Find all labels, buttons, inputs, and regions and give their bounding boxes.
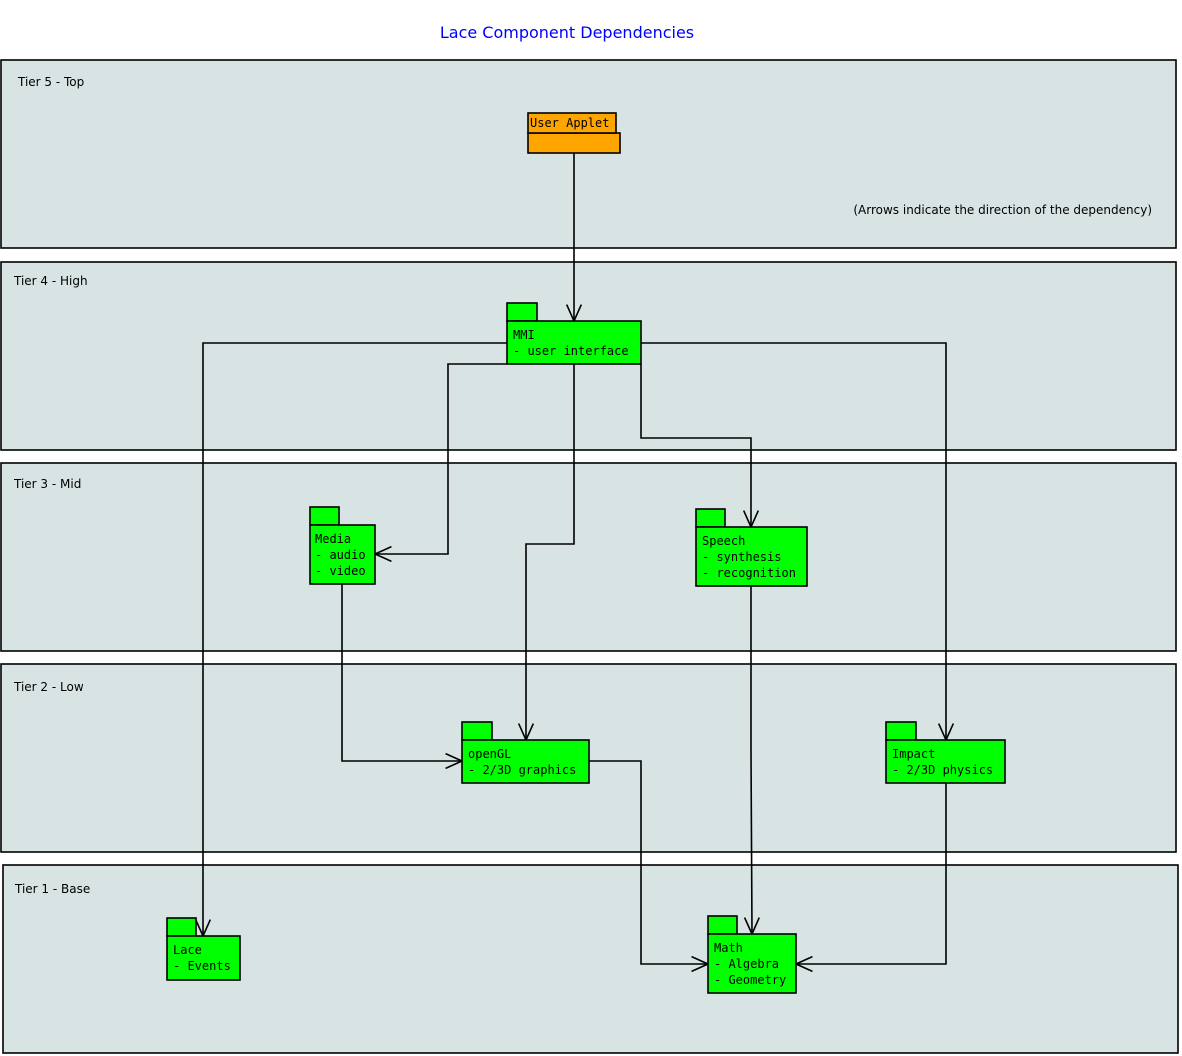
package-name: MMI (513, 328, 535, 342)
package-name: Impact (892, 747, 935, 761)
dependency-edge-impact-to-math (796, 783, 947, 965)
package-detail: - Geometry (714, 973, 786, 987)
package-detail: - 2/3D physics (892, 763, 993, 777)
package-body (506, 320, 642, 365)
package-mmi[interactable]: MMI - user interface (506, 302, 642, 365)
tier-3-lane (0, 462, 1177, 652)
tier-3-label: Tier 3 - Mid (13, 477, 81, 491)
tier-1-label: Tier 1 - Base (14, 882, 90, 896)
package-user-applet[interactable]: User Applet (527, 112, 621, 154)
package-math[interactable]: Math - Algebra - Geometry (707, 915, 797, 994)
package-name: User Applet (530, 116, 609, 130)
package-detail: - user interface (513, 344, 629, 358)
package-impact[interactable]: Impact - 2/3D physics (885, 721, 1006, 784)
dependency-edge-media-to-opengl (341, 584, 462, 762)
package-body (309, 524, 376, 585)
package-body (885, 739, 1006, 784)
package-body (695, 526, 808, 587)
package-body (707, 933, 797, 994)
package-tab (166, 917, 197, 937)
package-name: Math (714, 941, 743, 955)
package-tab (695, 508, 726, 528)
package-detail: - audio (315, 548, 366, 562)
package-detail: - Events (173, 959, 231, 973)
dependency-edge-mmi-to-opengl (525, 364, 575, 740)
package-media[interactable]: Media - audio - video (309, 506, 376, 585)
package-detail: - video (315, 564, 366, 578)
package-opengl[interactable]: openGL - 2/3D graphics (461, 721, 590, 784)
dependency-edge-mmi-to-media (375, 363, 507, 555)
tier-5: Tier 5 - Top (0, 59, 1177, 249)
package-body (527, 132, 621, 154)
package-tab (506, 302, 538, 322)
dependency-edge-mmi-to-impact (641, 342, 947, 740)
package-detail: - synthesis (702, 550, 781, 564)
package-detail: - recognition (702, 566, 796, 580)
package-name: Speech (702, 534, 745, 548)
tier-5-lane (0, 59, 1177, 249)
package-speech[interactable]: Speech - synthesis - recognition (695, 508, 808, 587)
dependency-edge-speech-to-math (750, 586, 753, 935)
package-body (461, 739, 590, 784)
package-detail: - 2/3D graphics (468, 763, 576, 777)
package-lace[interactable]: Lace - Events (166, 917, 241, 981)
package-tab (309, 506, 340, 526)
package-detail: - Algebra (714, 957, 779, 971)
tier-5-label: Tier 5 - Top (17, 75, 84, 89)
diagram-title: Lace Component Dependencies (440, 23, 694, 42)
tier-3: Tier 3 - Mid (0, 462, 1177, 652)
package-name: Lace (173, 943, 202, 957)
package-tab (885, 721, 917, 741)
dependency-edges (194, 153, 955, 973)
package-tab (461, 721, 493, 741)
package-body (166, 935, 241, 981)
tier-2-label: Tier 2 - Low (13, 680, 84, 694)
package-name: Media (315, 532, 351, 546)
package-name: openGL (468, 747, 511, 761)
tier-4-label: Tier 4 - High (13, 274, 88, 288)
legend-note: (Arrows indicate the direction of the de… (853, 203, 1152, 217)
dependency-edge-mmi-to-lace (202, 342, 507, 936)
package-tab (707, 915, 738, 935)
dependency-edge-opengl-to-math (589, 760, 708, 965)
dependency-edge-mmi-to-speech (640, 364, 752, 527)
package-tab (527, 112, 617, 134)
